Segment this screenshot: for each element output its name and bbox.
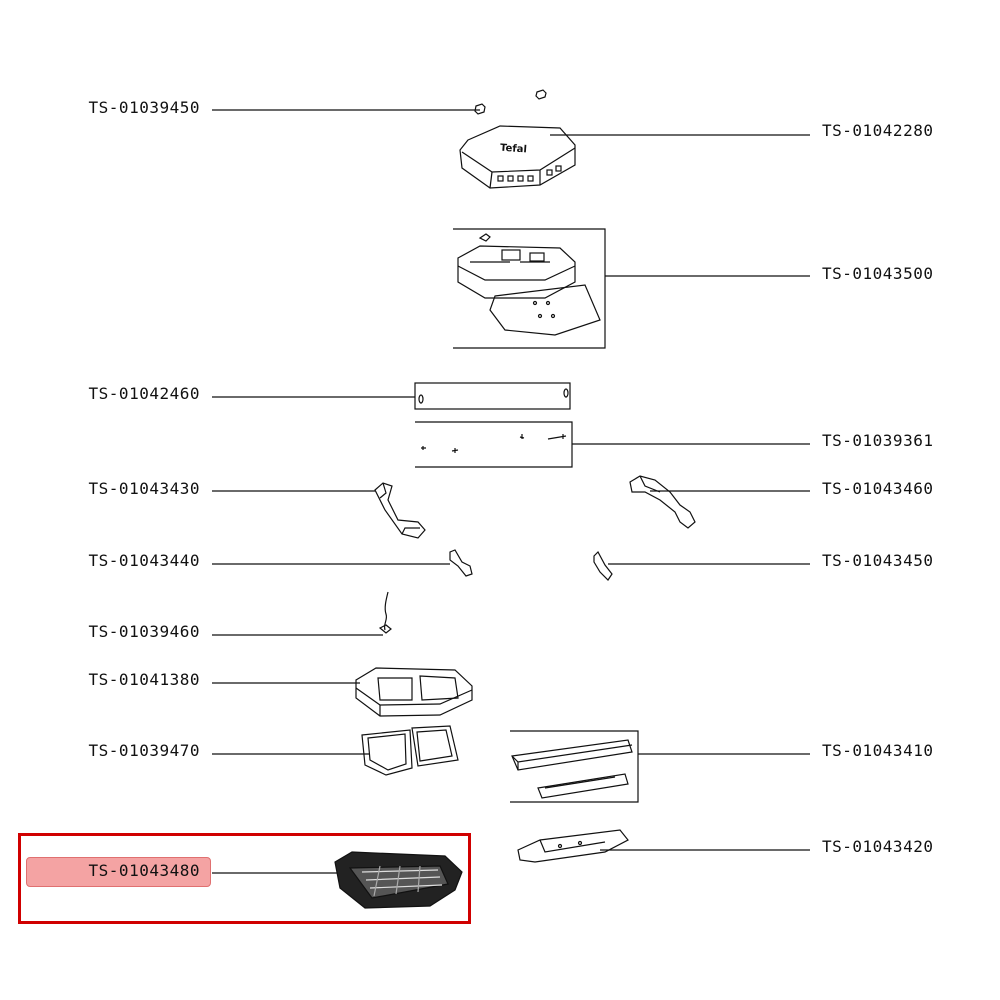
part-01039450 — [474, 89, 547, 115]
part-01043410 — [511, 739, 633, 799]
part-01041380 — [355, 667, 473, 717]
label-01043410[interactable]: TS-01043410 — [822, 741, 934, 760]
label-01043480[interactable]: TS-01043480 — [88, 861, 200, 880]
label-01039470[interactable]: TS-01039470 — [88, 741, 200, 760]
bracket-01043500 — [453, 228, 606, 349]
part-01039361 — [421, 434, 567, 453]
part-01043430 — [374, 482, 426, 539]
part-01039460 — [378, 591, 392, 634]
label-01043440[interactable]: TS-01043440 — [88, 551, 200, 570]
part-01042280 — [459, 125, 576, 189]
part-01039470 — [361, 725, 459, 776]
label-01043450[interactable]: TS-01043450 — [822, 551, 934, 570]
part-01043460 — [629, 475, 696, 529]
label-01043460[interactable]: TS-01043460 — [822, 479, 934, 498]
label-01039460[interactable]: TS-01039460 — [88, 622, 200, 641]
label-01043500[interactable]: TS-01043500 — [822, 264, 934, 283]
label-01043430[interactable]: TS-01043430 — [88, 479, 200, 498]
bracket-01043410 — [510, 730, 639, 803]
lid-logo: Tefal — [500, 143, 528, 156]
bracket-01039361 — [415, 421, 573, 468]
selected-label-highlight — [26, 857, 211, 887]
part-01043480 — [334, 851, 463, 909]
label-01042460[interactable]: TS-01042460 — [88, 384, 200, 403]
label-01039361[interactable]: TS-01039361 — [822, 431, 934, 450]
part-01043500 — [457, 233, 601, 336]
label-01042280[interactable]: TS-01042280 — [822, 121, 934, 140]
bracket-01042460 — [414, 382, 571, 410]
part-01043420 — [517, 829, 629, 863]
part-01043450 — [593, 551, 613, 581]
label-01039450[interactable]: TS-01039450 — [88, 98, 200, 117]
part-01043440 — [449, 549, 473, 577]
selected-part-frame — [18, 833, 471, 924]
label-01041380[interactable]: TS-01041380 — [88, 670, 200, 689]
label-01043420[interactable]: TS-01043420 — [822, 837, 934, 856]
part-01042460 — [418, 388, 569, 404]
